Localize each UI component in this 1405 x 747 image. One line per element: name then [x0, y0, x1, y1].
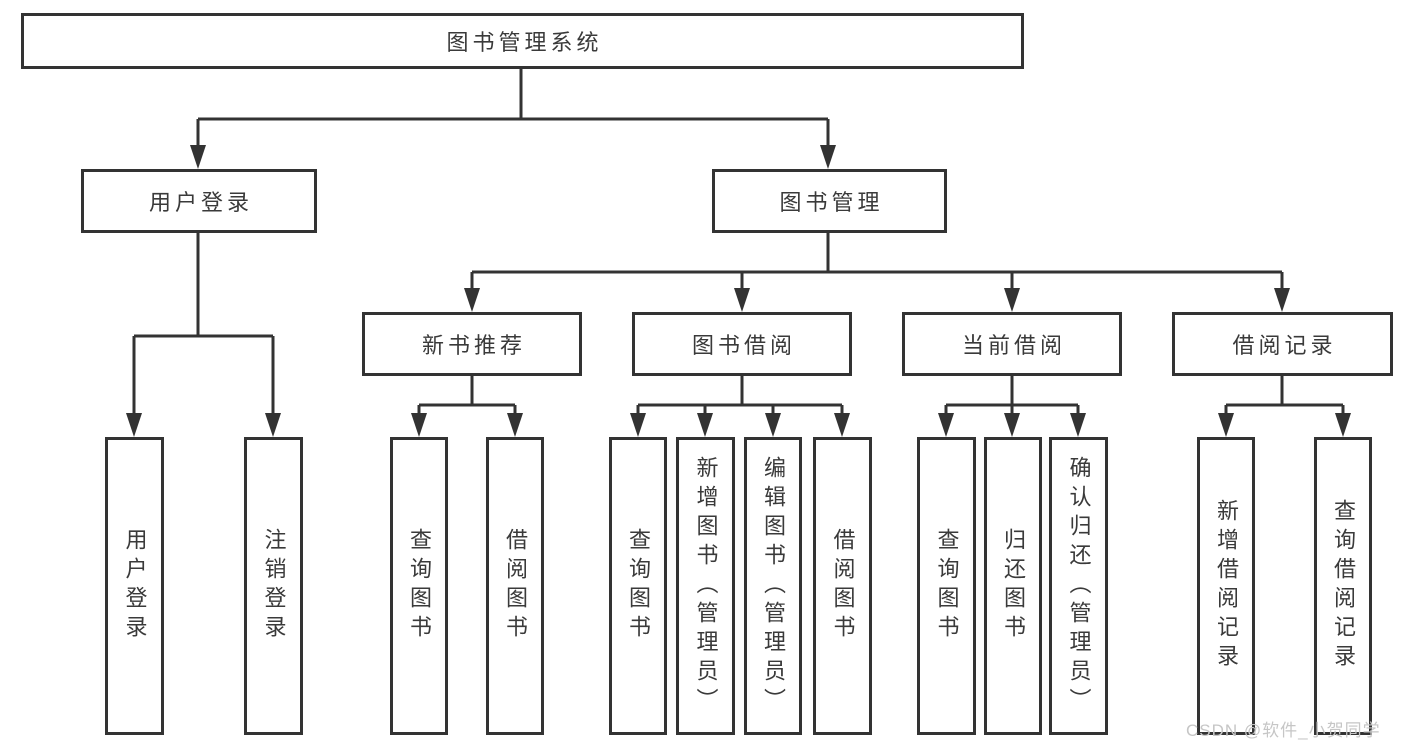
node-new-book-recommend-label: 新书推荐 [421, 333, 526, 358]
leaf-query-books-1-label: 查询图书 [407, 528, 432, 644]
leaf-query-borrow-record-label: 查询借阅记录 [1331, 499, 1356, 673]
leaf-user-login: 用户登录 [105, 437, 164, 735]
leaf-query-books-2: 查询图书 [609, 437, 667, 735]
leaf-borrow-books-2-label: 借阅图书 [830, 528, 856, 644]
leaf-borrow-books-2: 借阅图书 [813, 437, 872, 735]
node-user-login: 用户登录 [81, 169, 317, 233]
leaf-borrow-books-1-label: 借阅图书 [503, 528, 528, 644]
node-root: 图书管理系统 [21, 13, 1024, 69]
node-book-borrow: 图书借阅 [632, 312, 852, 376]
leaf-edit-books-admin: 编辑图书（管理员） [744, 437, 802, 735]
leaf-user-login-label: 用户登录 [122, 528, 148, 644]
node-book-management-label: 图书管理 [779, 190, 884, 215]
leaf-confirm-return-admin-label: 确认归还（管理员） [1066, 455, 1092, 717]
node-book-management: 图书管理 [712, 169, 947, 233]
leaf-logout: 注销登录 [244, 437, 303, 735]
leaf-confirm-return-admin: 确认归还（管理员） [1049, 437, 1108, 735]
leaf-return-books: 归还图书 [984, 437, 1042, 735]
csdn-watermark: CSDN @软件_小贺同学 [1186, 721, 1381, 740]
node-current-borrow: 当前借阅 [902, 312, 1122, 376]
leaf-return-books-label: 归还图书 [1001, 528, 1026, 644]
leaf-query-books-3: 查询图书 [917, 437, 976, 735]
tree-edges [132, 69, 1345, 419]
node-borrow-records: 借阅记录 [1172, 312, 1393, 376]
node-borrow-records-label: 借阅记录 [1232, 333, 1337, 358]
leaf-query-books-3-label: 查询图书 [934, 528, 960, 644]
leaf-borrow-books-1: 借阅图书 [486, 437, 544, 735]
node-new-book-recommend: 新书推荐 [362, 312, 582, 376]
node-user-login-label: 用户登录 [148, 190, 253, 215]
leaf-edit-books-admin-label: 编辑图书（管理员） [761, 455, 786, 717]
leaf-query-borrow-record: 查询借阅记录 [1314, 437, 1372, 735]
leaf-query-books-1: 查询图书 [390, 437, 448, 735]
leaf-logout-label: 注销登录 [261, 528, 287, 644]
node-book-borrow-label: 图书借阅 [691, 333, 796, 358]
leaf-query-books-2-label: 查询图书 [626, 528, 651, 644]
node-root-label: 图书管理系统 [446, 30, 603, 55]
leaf-add-books-admin: 新增图书（管理员） [676, 437, 735, 735]
arrowhead-icons [126, 145, 1351, 437]
leaf-add-borrow-record: 新增借阅记录 [1197, 437, 1255, 735]
leaf-add-books-admin-label: 新增图书（管理员） [693, 455, 719, 717]
node-current-borrow-label: 当前借阅 [961, 333, 1066, 358]
leaf-add-borrow-record-label: 新增借阅记录 [1214, 499, 1239, 673]
